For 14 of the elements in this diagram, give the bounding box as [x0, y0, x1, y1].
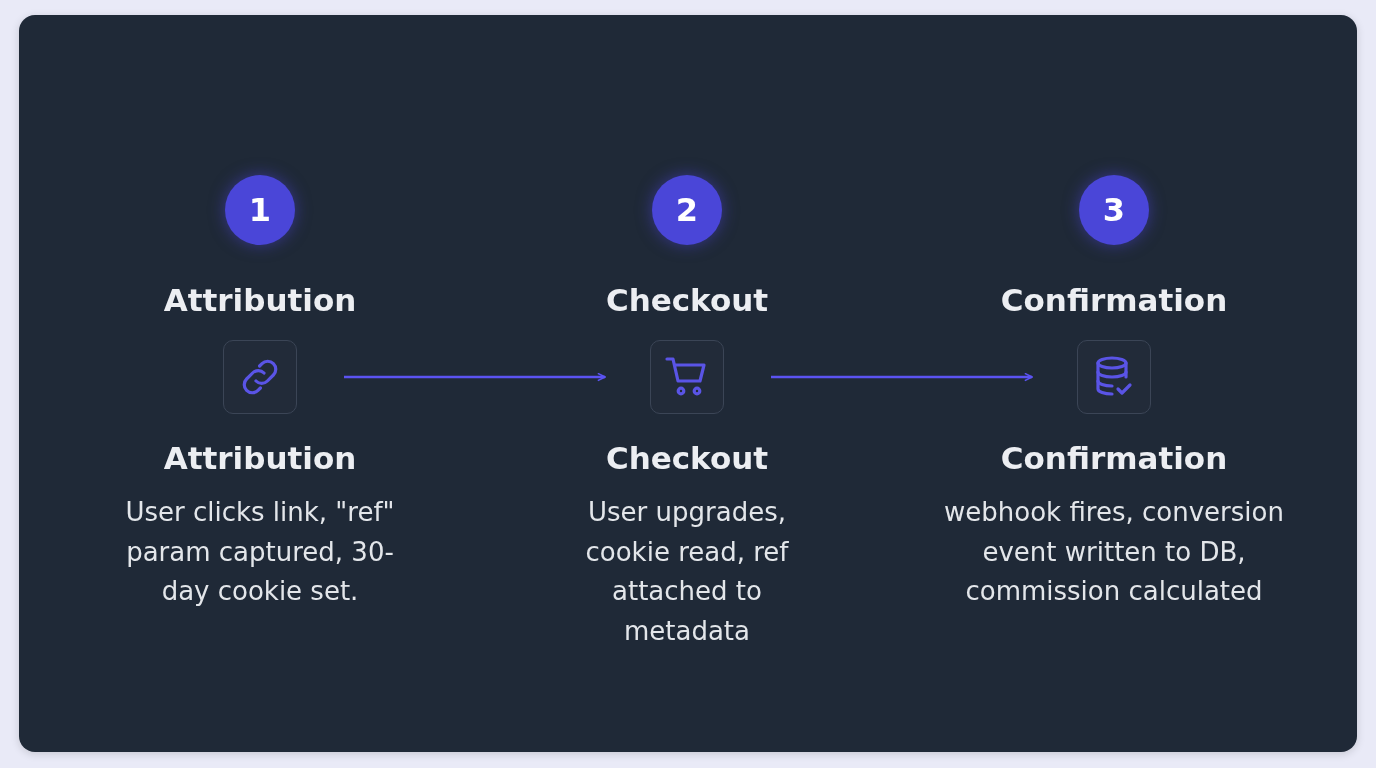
step-description: User upgrades, cookie read, ref attached to metadata: [584, 496, 790, 648]
step-title: Checkout: [605, 439, 769, 478]
arrow: [344, 372, 606, 382]
step-title: Checkout: [605, 281, 769, 320]
icon-box: [1077, 340, 1151, 414]
step-description: User clicks link, "ref" param captured, 30-day cookie set.: [124, 496, 396, 608]
step-title: Confirmation: [1000, 281, 1228, 320]
step-title: Confirmation: [1000, 439, 1228, 478]
step-title: Attribution: [163, 281, 357, 320]
step-title: Attribution: [163, 439, 357, 478]
arrow: [771, 372, 1033, 382]
step-description: webhook fires, conversion event written to DB, commission calculated: [944, 496, 1284, 608]
icon-box: [223, 340, 297, 414]
icon-box: [650, 340, 724, 414]
